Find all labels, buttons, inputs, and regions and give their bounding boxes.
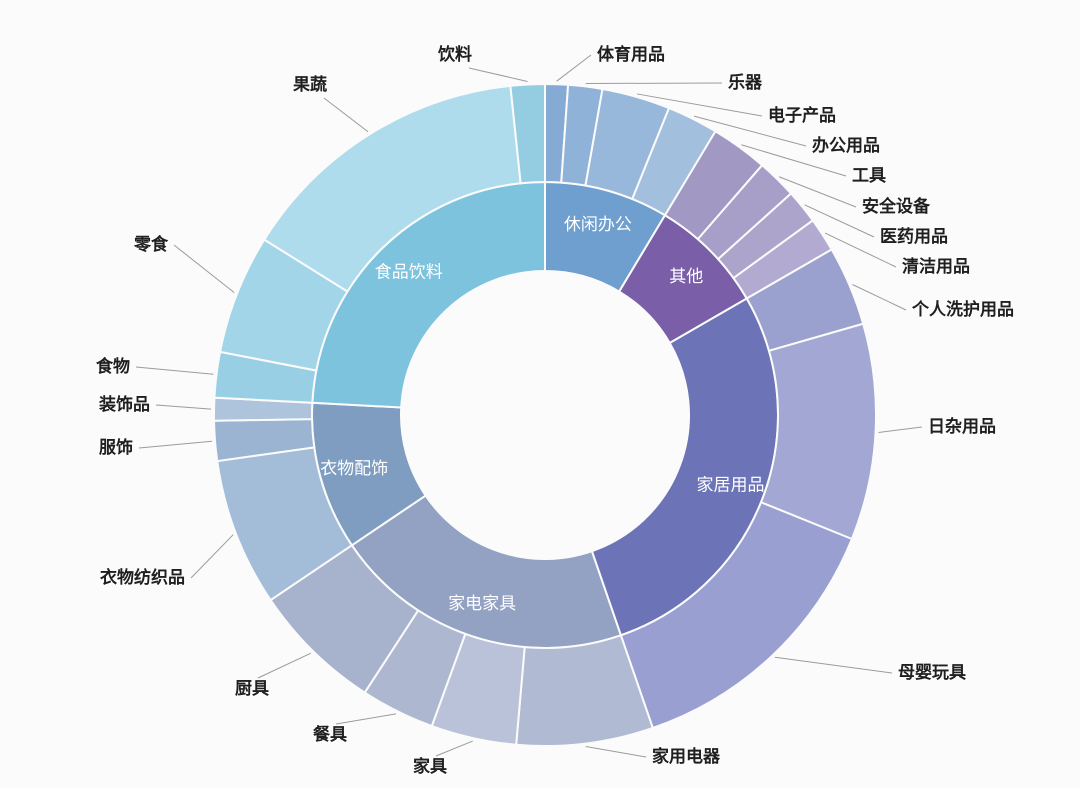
outer-label: 工具 xyxy=(852,166,886,186)
outer-label: 家用电器 xyxy=(652,746,721,767)
outer-label: 家具 xyxy=(413,756,447,777)
inner-label: 家居用品 xyxy=(696,475,764,495)
outer-label: 清洁用品 xyxy=(902,256,970,277)
leader-line xyxy=(190,534,234,579)
outer-label: 母婴玩具 xyxy=(898,663,966,683)
outer-segment-2-1 xyxy=(759,322,877,541)
outer-label: 乐器 xyxy=(728,73,763,93)
leader-line xyxy=(173,244,235,293)
leader-line xyxy=(335,713,397,725)
outer-label: 果蔬 xyxy=(293,75,327,95)
leader-line xyxy=(556,54,592,82)
outer-label: 衣物纺织品 xyxy=(100,567,185,588)
leader-line xyxy=(693,115,807,147)
inner-label: 食品饮料 xyxy=(375,262,443,282)
outer-label: 安全设备 xyxy=(862,196,931,217)
inner-label: 其他 xyxy=(669,267,703,287)
leader-line xyxy=(636,93,763,117)
leader-line xyxy=(155,404,212,410)
leader-line xyxy=(435,740,473,757)
outer-label: 电子产品 xyxy=(768,105,836,126)
outer-label: 日杂用品 xyxy=(928,416,996,437)
inner-label: 休闲办公 xyxy=(564,215,632,235)
outer-label: 体育用品 xyxy=(597,44,665,65)
outer-label: 厨具 xyxy=(235,679,269,699)
leader-line xyxy=(804,204,875,238)
leader-line xyxy=(135,366,214,375)
inner-label: 衣物配饰 xyxy=(320,459,388,479)
leader-line xyxy=(774,656,893,674)
outer-label: 医药用品 xyxy=(880,226,948,247)
outer-label: 食物 xyxy=(96,356,130,377)
leader-line xyxy=(585,746,647,758)
leader-line xyxy=(741,144,847,177)
outer-label: 零食 xyxy=(133,234,169,255)
outer-label: 装饰品 xyxy=(98,394,150,415)
leader-line xyxy=(852,284,907,311)
outer-label: 饮料 xyxy=(437,44,472,65)
outer-label: 办公用品 xyxy=(812,135,880,156)
outer-label: 个人洗护用品 xyxy=(911,299,1014,320)
outer-label: 餐具 xyxy=(313,724,347,745)
leader-line xyxy=(824,232,897,268)
leader-line xyxy=(878,426,923,433)
inner-label: 家电家具 xyxy=(448,594,516,614)
leader-line xyxy=(138,440,213,449)
leader-line xyxy=(468,67,528,82)
leader-line xyxy=(257,652,312,679)
leader-line xyxy=(778,176,857,208)
leader-line xyxy=(323,97,369,133)
outer-label: 服饰 xyxy=(99,437,133,458)
outer-segment-5-3 xyxy=(509,82,546,185)
